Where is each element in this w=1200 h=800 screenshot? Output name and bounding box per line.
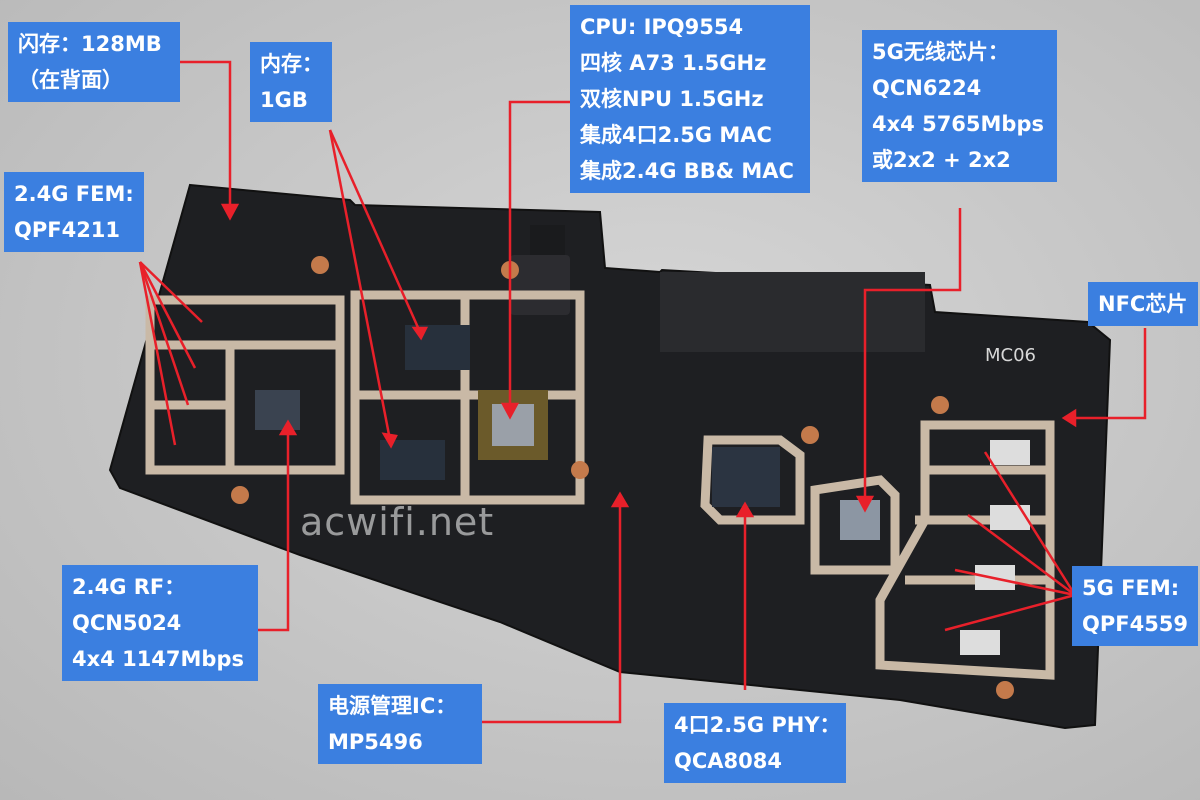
phy-chip <box>712 447 780 507</box>
label-fem24: 2.4G FEM: QPF4211 <box>4 172 144 252</box>
label-cpu-line4: 集成4口2.5G MAC <box>580 123 772 147</box>
label-ram-line1: 内存： <box>260 52 323 76</box>
label-power-ic: 电源管理IC： MP5496 <box>318 684 482 764</box>
label-phy: 4口2.5G PHY： QCA8084 <box>664 703 846 783</box>
ethernet-connector-area <box>660 272 925 352</box>
label-wifi5g-line2: QCN6224 <box>872 76 982 100</box>
ram-chip-1 <box>405 325 470 370</box>
fem24-shield <box>145 295 345 475</box>
label-cpu: CPU: IPQ9554 四核 A73 1.5GHz 双核NPU 1.5GHz … <box>570 5 810 193</box>
label-fem5g-line1: 5G FEM: <box>1082 576 1180 600</box>
label-fem24-line1: 2.4G FEM: <box>14 182 134 206</box>
label-flash-line1: 闪存：128MB <box>18 32 162 56</box>
label-fem24-line2: QPF4211 <box>14 218 121 242</box>
label-rf24-line2: QCN5024 <box>72 611 182 635</box>
label-wifi5g-line4: 或2x2 + 2x2 <box>872 148 1011 172</box>
label-ram-line2: 1GB <box>260 88 308 112</box>
label-flash-line2: （在背面） <box>18 68 123 92</box>
label-cpu-line5: 集成2.4G BB& MAC <box>580 159 794 183</box>
usb-port <box>510 255 570 315</box>
label-phy-line1: 4口2.5G PHY： <box>674 713 841 737</box>
label-nfc-line1: NFC芯片 <box>1098 292 1188 316</box>
label-flash: 闪存：128MB （在背面） <box>8 22 180 102</box>
label-fem5g-line2: QPF4559 <box>1082 612 1189 636</box>
label-rf24-line1: 2.4G RF： <box>72 575 186 599</box>
label-nfc: NFC芯片 <box>1088 282 1198 326</box>
label-rf24-line3: 4x4 1147Mbps <box>72 647 244 671</box>
label-ram: 内存： 1GB <box>250 42 332 122</box>
label-power-ic-line2: MP5496 <box>328 730 423 754</box>
label-wifi5g-line1: 5G无线芯片： <box>872 40 1009 64</box>
label-fem5g: 5G FEM: QPF4559 <box>1072 566 1198 646</box>
watermark-text: acwifi.net <box>300 500 495 544</box>
label-cpu-line1: CPU: IPQ9554 <box>580 15 744 39</box>
wifi5g-shield <box>810 475 900 575</box>
wifi5g-chip <box>840 500 880 540</box>
phy-shield <box>700 435 805 525</box>
silkscreen-model: MC06 <box>985 345 1037 366</box>
label-wifi5g: 5G无线芯片： QCN6224 4x4 5765Mbps 或2x2 + 2x2 <box>862 30 1057 182</box>
label-cpu-line2: 四核 A73 1.5GHz <box>580 51 767 75</box>
rf24-chip <box>255 390 300 430</box>
label-power-ic-line1: 电源管理IC： <box>328 694 457 718</box>
label-wifi5g-line3: 4x4 5765Mbps <box>872 112 1044 136</box>
label-rf24: 2.4G RF： QCN5024 4x4 1147Mbps <box>62 565 258 681</box>
fem5g-chip-1 <box>990 440 1030 465</box>
label-cpu-line3: 双核NPU 1.5GHz <box>580 87 764 111</box>
label-phy-line2: QCA8084 <box>674 749 782 773</box>
